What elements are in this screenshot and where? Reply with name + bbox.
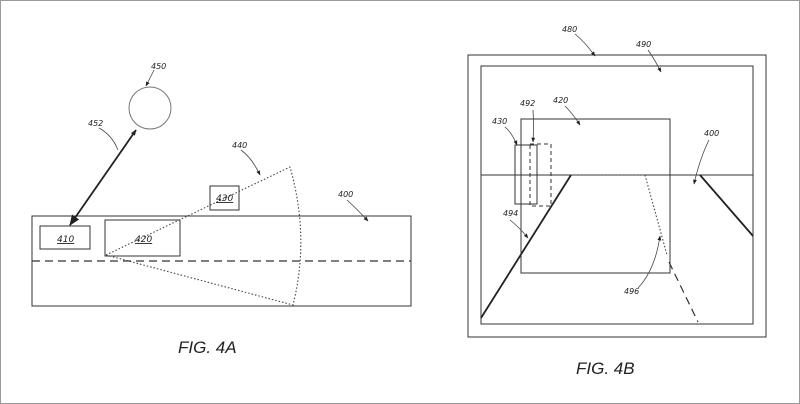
ref-400b: 400 [704,129,719,138]
lane-marker-dashed [668,261,699,323]
figure-4b: 480 490 420 492 430 400 494 496 FIG. 4B [467,25,767,378]
satellite-450 [128,86,172,130]
box-410-label: 410 [57,235,74,245]
caption-fig-4b: FIG. 4B [576,359,635,378]
box-430-label: 430 [216,194,233,204]
ref-452: 452 [88,119,103,128]
box-420-view [520,118,671,274]
dashed-region-492 [529,143,552,207]
leader-430b [504,126,518,146]
leader-450 [145,69,155,87]
ref-494: 494 [503,209,518,218]
ref-430b: 430 [492,117,507,126]
sensor-field-440 [104,166,302,306]
ref-496: 496 [624,287,639,296]
road-edge-left [480,174,572,319]
ref-440: 440 [232,141,247,150]
ref-490: 490 [636,40,651,49]
box-430 [209,185,240,211]
box-420-label: 420 [135,235,152,245]
ref-450: 450 [151,62,166,71]
caption-fig-4a: FIG. 4A [178,338,237,357]
ref-492: 492 [520,99,535,108]
leader-400a [346,199,369,222]
camera-view-490 [480,65,754,325]
leader-440 [240,149,261,176]
link-452 [69,129,137,226]
leader-400b [693,139,710,185]
leader-496 [637,235,662,289]
display-480 [467,54,767,338]
box-430-view [514,144,538,205]
leader-492 [531,109,536,143]
figure-4a: 410 420 430 450 452 440 400 FIG. 4A [31,62,412,357]
ref-480: 480 [562,25,577,34]
leader-490 [647,49,662,73]
lane-marker-dotted [644,174,668,256]
road-edge-right [699,174,754,237]
ref-400a: 400 [338,190,353,199]
leader-452 [98,127,119,151]
leader-494 [509,219,529,239]
box-420 [104,219,181,257]
leader-420b [564,105,581,126]
ref-420b: 420 [553,96,568,105]
leader-480 [574,33,596,57]
box-410 [39,225,91,250]
